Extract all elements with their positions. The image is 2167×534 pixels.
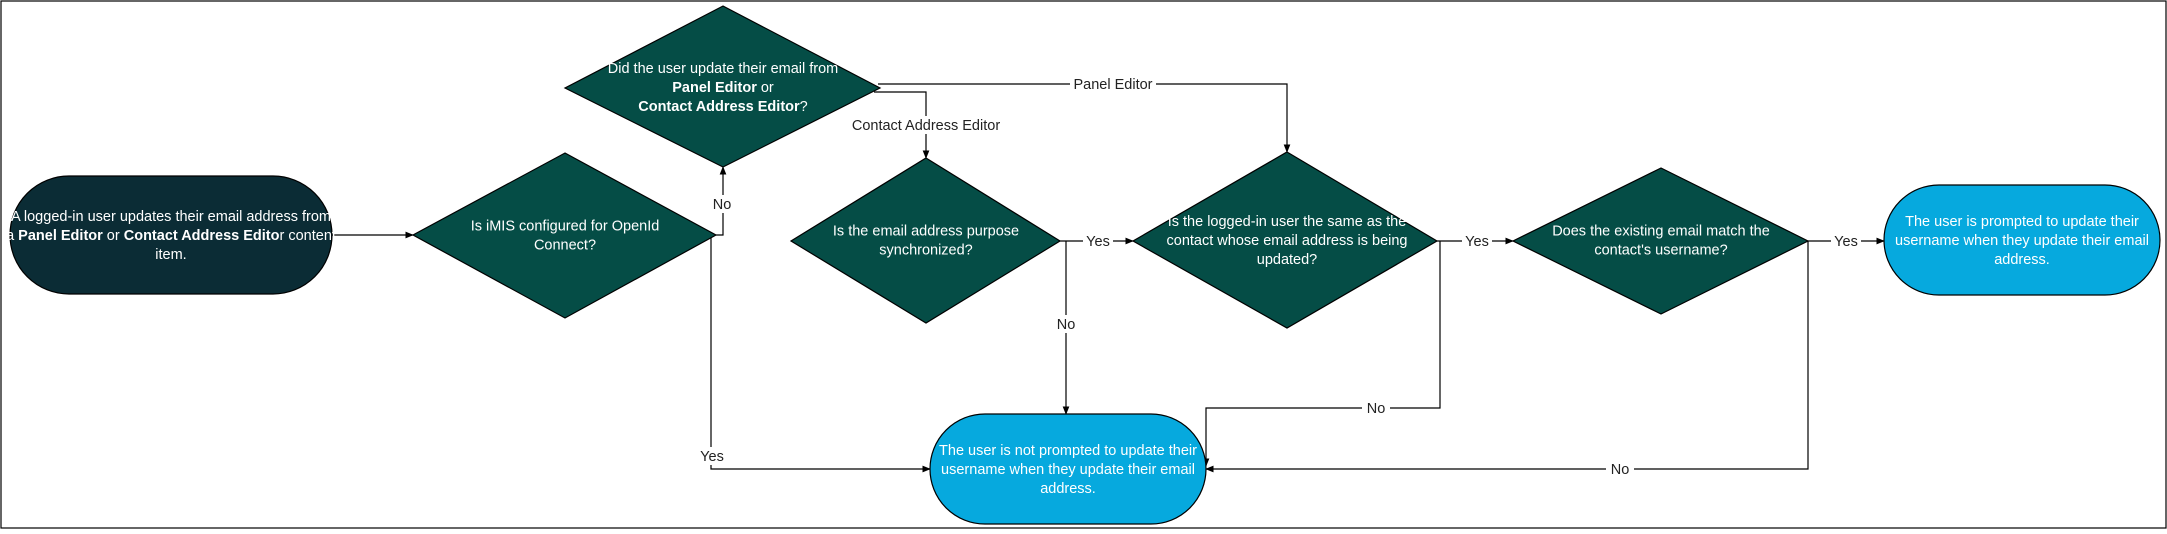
text-run: updated? xyxy=(1257,252,1317,268)
edge-label-editor-panel: Panel Editor xyxy=(1074,77,1153,93)
edge-label-openid-yes: Yes xyxy=(700,449,724,465)
node-text-line: The user is prompted to update their xyxy=(1905,214,2139,230)
node-text-line: The user is not prompted to update their xyxy=(939,443,1197,459)
edge-editor-panel xyxy=(878,83,1291,153)
node-text-line: Contact Address Editor? xyxy=(638,99,807,115)
label-bg xyxy=(1462,232,1492,250)
edge-openid-no xyxy=(716,166,727,236)
edge-labels: No Yes Panel Editor Contact Address Edit… xyxy=(697,75,1861,478)
edge-label-purpose-yes: Yes xyxy=(1086,234,1110,250)
text-run: a xyxy=(6,228,18,244)
text-run: Is the email address purpose xyxy=(833,224,1019,240)
label-bg xyxy=(697,447,727,465)
edge-same-no xyxy=(1202,241,1441,467)
label-bg xyxy=(1052,315,1080,333)
text-run: address. xyxy=(1040,481,1096,497)
text-run: The user is not prompted to update their xyxy=(939,443,1197,459)
decision-same-user-label: Is the logged-in user the same as the con… xyxy=(1167,214,1408,268)
edge-label-same-no: No xyxy=(1367,401,1386,417)
node-text-line: updated? xyxy=(1257,252,1317,268)
text-run: A logged-in user updates their email add… xyxy=(11,209,331,225)
edge-label-editor-contact: Contact Address Editor xyxy=(852,118,1000,134)
text-run: username when they update their email xyxy=(1895,233,2149,249)
node-text-line: a Panel Editor or Contact Address Editor… xyxy=(6,228,336,244)
text-run: Did the user update their email from xyxy=(608,61,839,77)
node-text-line: contact's username? xyxy=(1594,243,1727,259)
label-bg xyxy=(1606,460,1634,478)
node-text-line: Is the logged-in user the same as the xyxy=(1168,214,1407,230)
decision-openid xyxy=(411,152,718,319)
decision-same-user xyxy=(1131,151,1439,329)
node-text-line: Panel Editor or xyxy=(672,80,774,96)
decision-purpose-label: Is the email address purpose synchronized… xyxy=(833,224,1019,259)
bold-text-run: Contact Address Edito xyxy=(124,228,280,244)
text-run: Is the logged-in user the same as the xyxy=(1168,214,1407,230)
decision-purpose xyxy=(789,157,1062,324)
edge-label-purpose-no: No xyxy=(1057,317,1076,333)
node-text-line: synchronized? xyxy=(879,243,973,259)
decision-editor xyxy=(563,5,882,168)
edge-editor-contact xyxy=(874,91,930,159)
node-text-line: item. xyxy=(155,247,186,263)
label-bg xyxy=(1362,399,1390,417)
end-not-prompted-label: The user is not prompted to update their… xyxy=(939,443,1197,497)
label-bg xyxy=(708,195,734,213)
end-prompted-terminator xyxy=(1883,184,2161,296)
node-text-line: address. xyxy=(1994,252,2050,268)
bold-text-run: Contact Address Editor xyxy=(638,99,800,115)
text-run: The user is prompted to update their xyxy=(1905,214,2139,230)
text-run: contact whose email address is being xyxy=(1167,233,1408,249)
label-bg xyxy=(1070,75,1156,93)
text-run: or xyxy=(103,228,124,244)
text-run: Connect? xyxy=(534,238,596,254)
decision-email-match-label: Does the existing email match the contact… xyxy=(1552,224,1770,259)
label-bg xyxy=(852,116,1000,134)
start-label: A logged-in user updates their email add… xyxy=(6,209,336,263)
edge-label-openid-no: No xyxy=(713,197,732,213)
node-text-line: Connect? xyxy=(534,238,596,254)
edge-label-same-yes: Yes xyxy=(1465,234,1489,250)
bold-text-run: Panel Editor xyxy=(18,228,103,244)
text-run: or xyxy=(757,80,774,96)
node-text-line: Is iMIS configured for OpenId xyxy=(471,219,660,235)
end-prompted-label: The user is prompted to update their user… xyxy=(1895,214,2149,268)
node-text-line: Does the existing email match the xyxy=(1552,224,1770,240)
edge-match-no xyxy=(1205,241,1809,473)
node-text-line: Is the email address purpose xyxy=(833,224,1019,240)
text-run: synchronized? xyxy=(879,243,973,259)
node-text-line: username when they update their email xyxy=(1895,233,2149,249)
text-run: Is iMIS configured for OpenId xyxy=(471,219,660,235)
text-run: r content xyxy=(280,228,336,244)
node-text-line: A logged-in user updates their email add… xyxy=(11,209,331,225)
label-bg xyxy=(1831,232,1861,250)
text-run: username when they update their email xyxy=(941,462,1195,478)
edge-label-match-yes: Yes xyxy=(1834,234,1858,250)
text-run: contact's username? xyxy=(1594,243,1727,259)
edge-openid-yes xyxy=(710,235,931,473)
edge-label-match-no: No xyxy=(1611,462,1630,478)
node-text-line: address. xyxy=(1040,481,1096,497)
end-not-prompted-terminator xyxy=(929,413,1207,525)
text-run: ? xyxy=(800,99,808,115)
node-text-line: Did the user update their email from xyxy=(608,61,839,77)
label-bg xyxy=(1083,232,1113,250)
node-text-line: contact whose email address is being xyxy=(1167,233,1408,249)
text-run: item. xyxy=(155,247,186,263)
start-terminator xyxy=(9,175,333,295)
text-run: Does the existing email match the xyxy=(1552,224,1770,240)
text-run: address. xyxy=(1994,252,2050,268)
decision-email-match xyxy=(1511,167,1810,315)
node-text-line: username when they update their email xyxy=(941,462,1195,478)
bold-text-run: Panel Editor xyxy=(672,80,757,96)
